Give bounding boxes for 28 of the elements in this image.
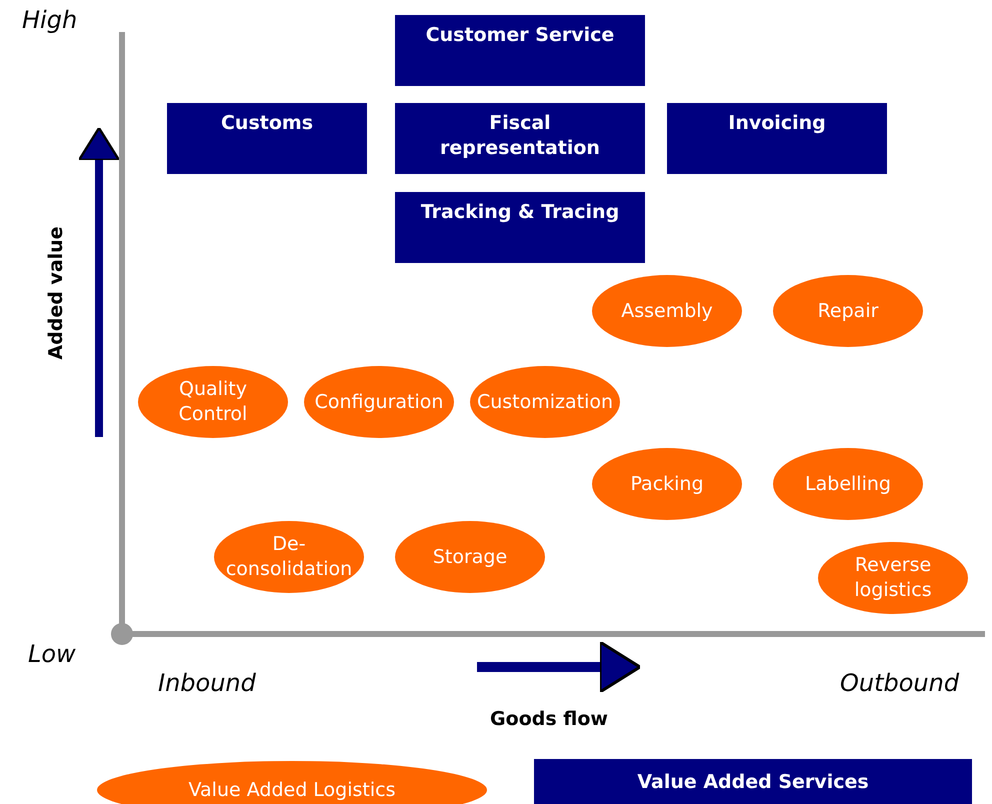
node-label: Invoicing xyxy=(728,111,826,136)
node-label: Customization xyxy=(476,390,614,414)
node-label: Labelling xyxy=(805,472,891,496)
service-box xyxy=(667,103,887,174)
legend-label: Value Added Services xyxy=(637,770,869,792)
axis-title: Goods flow xyxy=(490,708,608,730)
node-label: Configuration xyxy=(314,390,444,414)
service-box xyxy=(395,15,645,86)
node-label: Quality Control xyxy=(178,377,248,427)
node-label: De- consolidation xyxy=(224,532,354,582)
node-label: Fiscal representation xyxy=(439,111,601,161)
axis-label: Outbound xyxy=(840,669,960,697)
node-label: Reverse logistics xyxy=(853,553,933,603)
node-label: Tracking & Tracing xyxy=(420,200,620,225)
node-label: Repair xyxy=(818,298,878,324)
axis-title: Added value xyxy=(45,226,67,360)
node-label: Assembly xyxy=(621,298,713,324)
node-label: Customer Service xyxy=(426,23,614,48)
service-box xyxy=(167,103,367,174)
node-label: Packing xyxy=(630,472,704,496)
service-box xyxy=(395,103,645,174)
axis-label: Inbound xyxy=(158,669,256,697)
axis-label: Low xyxy=(28,640,76,668)
node-label: Customs xyxy=(220,111,314,136)
axis-label: High xyxy=(22,6,78,34)
legend-label: Value Added Logistics xyxy=(188,779,396,801)
service-box xyxy=(395,192,645,263)
node-label: Storage xyxy=(432,544,508,570)
